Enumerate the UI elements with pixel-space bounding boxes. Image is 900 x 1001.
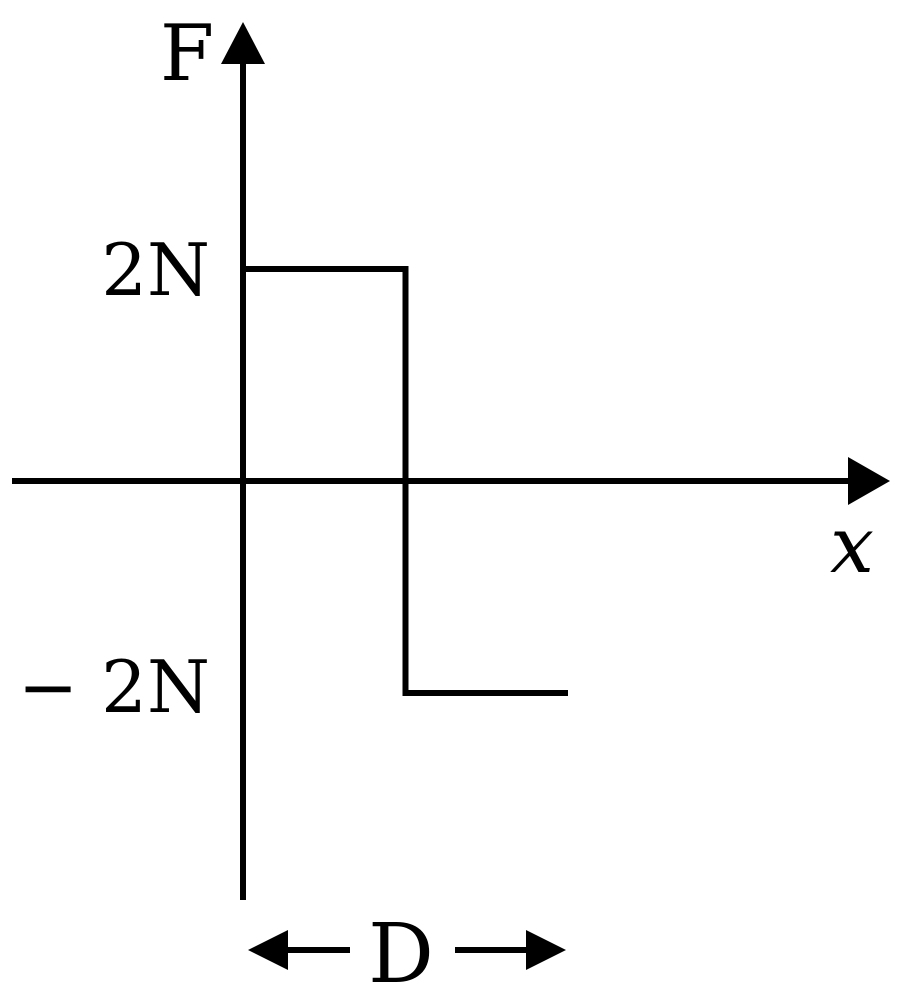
span-label: D	[368, 907, 434, 1001]
y-axis-arrow-icon	[221, 22, 265, 64]
force-trace	[243, 266, 568, 696]
x-axis-label: x	[830, 501, 874, 591]
y-axis-label: F	[160, 9, 214, 99]
span-arrow-right-icon	[526, 930, 566, 970]
y-tick-label-2n: 2N	[101, 228, 210, 312]
x-axis-arrow-icon	[848, 457, 890, 505]
y-tick-label-minus-2n: − 2N	[18, 645, 210, 729]
span-arrow-left-icon	[248, 930, 288, 970]
